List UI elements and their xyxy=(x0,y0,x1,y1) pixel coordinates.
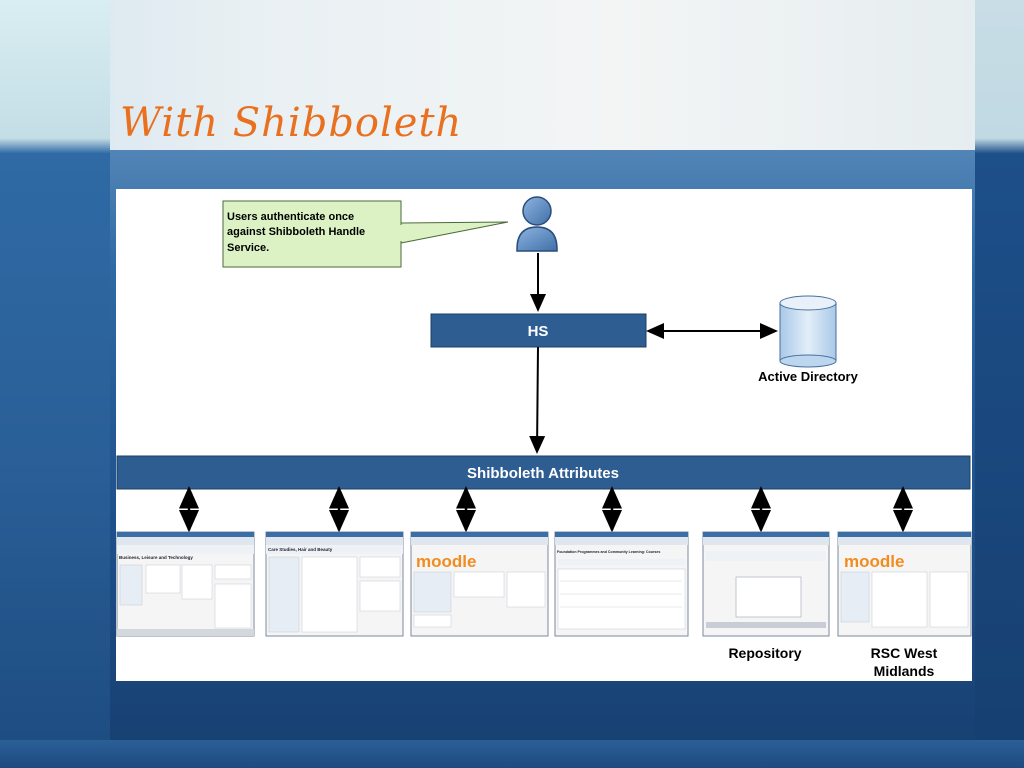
screenshot-fp: Foundation Programmes and Community Lear… xyxy=(554,531,689,637)
slide-header-band xyxy=(0,0,1024,150)
callout-line-3: Service. xyxy=(227,242,269,254)
callout-box: Users authenticate once against Shibbole… xyxy=(222,200,509,268)
user-icon xyxy=(516,196,558,252)
active-directory-label: Active Directory xyxy=(758,369,858,384)
slide-left-panel xyxy=(0,0,110,768)
arrow-hs-to-attributes xyxy=(529,346,546,454)
slide-bottom-band xyxy=(0,740,1024,768)
screenshot-chb-header: Care Studies, Hair and Beauty xyxy=(268,547,333,552)
rsc-label-line-1: RSC West xyxy=(871,645,938,661)
rsc-label-line-2: Midlands xyxy=(874,663,935,679)
callout-line-2: against Shibboleth Handle xyxy=(227,226,365,238)
slide-title: With Shibboleth xyxy=(120,100,463,146)
service-arrows xyxy=(179,486,913,533)
screenshot-fp-header: Foundation Programmes and Community Lear… xyxy=(557,550,660,554)
moodle-logo-1: moodle xyxy=(416,552,476,571)
screenshot-repository xyxy=(702,531,830,637)
slide-right-panel xyxy=(975,0,1024,768)
attributes-bar: Shibboleth Attributes xyxy=(116,455,971,490)
hs-box: HS xyxy=(430,313,647,348)
screenshot-moodle-1: moodle xyxy=(410,531,549,637)
hs-label: HS xyxy=(528,323,549,340)
service-screenshots: Business, Leisure and Technology Care St… xyxy=(116,531,972,637)
screenshot-moodle-2: moodle xyxy=(837,531,972,637)
screenshot-blt: Business, Leisure and Technology xyxy=(116,531,255,637)
screenshot-blt-header: Business, Leisure and Technology xyxy=(119,555,193,560)
attributes-bar-label: Shibboleth Attributes xyxy=(467,465,619,482)
database-icon xyxy=(779,295,837,368)
diagram-canvas: Users authenticate once against Shibbole… xyxy=(116,189,972,681)
screenshot-chb: Care Studies, Hair and Beauty xyxy=(265,531,404,637)
callout-line-1: Users authenticate once xyxy=(227,211,354,223)
repository-label: Repository xyxy=(728,645,801,661)
moodle-logo-2: moodle xyxy=(844,552,904,571)
